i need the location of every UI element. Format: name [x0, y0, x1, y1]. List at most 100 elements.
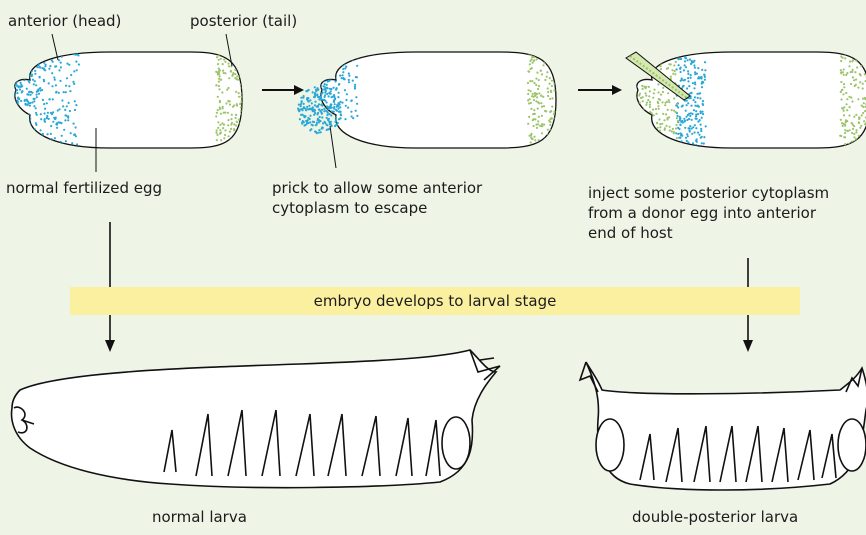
- stipple-dot: [860, 59, 862, 61]
- stipple-dot: [527, 70, 529, 72]
- stipple-dot: [17, 68, 19, 70]
- stipple-dot: [855, 131, 857, 133]
- stipple-dot: [843, 86, 845, 88]
- stipple-dot: [842, 57, 844, 59]
- stipple-dot: [641, 75, 643, 77]
- stipple-dot: [653, 114, 655, 116]
- stipple-dot: [54, 79, 56, 81]
- stipple-dot: [341, 102, 343, 104]
- stipple-dot: [17, 140, 19, 142]
- stipple-dot: [16, 110, 18, 112]
- stipple-dot: [333, 108, 335, 110]
- stipple-dot: [16, 120, 18, 122]
- stipple-dot: [217, 121, 219, 123]
- stipple-dot: [22, 76, 24, 78]
- stipple-dot: [843, 106, 845, 108]
- stipple-dot: [687, 135, 689, 137]
- stipple-dot: [33, 144, 35, 146]
- stipple-dot: [848, 114, 850, 116]
- stipple-dot: [222, 106, 224, 108]
- stipple-dot: [703, 142, 705, 144]
- stipple-dot: [55, 91, 57, 93]
- stipple-dot: [52, 121, 54, 123]
- stipple-dot: [348, 75, 350, 77]
- stipple-dot: [13, 55, 15, 57]
- stipple-dot: [701, 142, 703, 144]
- stipple-dot: [19, 138, 21, 140]
- stipple-dot: [350, 111, 352, 113]
- stipple-dot: [683, 69, 685, 71]
- stipple-dot: [300, 103, 302, 105]
- stipple-dot: [13, 67, 15, 69]
- stipple-dot: [70, 74, 72, 76]
- stipple-dot: [638, 137, 640, 139]
- stipple-dot: [355, 76, 357, 78]
- stipple-dot: [218, 73, 220, 75]
- stipple-dot: [324, 71, 326, 73]
- stipple-dot: [238, 96, 240, 98]
- stipple-dot: [697, 105, 699, 107]
- stipple-dot: [309, 129, 311, 131]
- stipple-dot: [858, 116, 860, 118]
- stipple-dot: [229, 103, 231, 105]
- stipple-dot: [846, 130, 848, 132]
- stipple-dot: [687, 59, 689, 61]
- stipple-dot: [688, 118, 690, 120]
- stipple-dot: [690, 97, 692, 99]
- stipple-dot: [701, 69, 703, 71]
- stipple-dot: [538, 102, 540, 104]
- stipple-dot: [348, 81, 350, 83]
- stipple-dot: [228, 100, 230, 102]
- stipple-dot: [653, 92, 655, 94]
- arrow-right-1: [262, 85, 304, 95]
- stipple-dot: [326, 114, 328, 116]
- stipple-dot: [63, 129, 65, 131]
- stipple-dot: [313, 110, 315, 112]
- stipple-dot: [687, 70, 689, 72]
- stipple-dot: [239, 141, 241, 143]
- stipple-dot: [851, 122, 853, 124]
- stipple-dot: [551, 134, 553, 136]
- stipple-dot: [317, 89, 319, 91]
- stipple-dot: [303, 124, 305, 126]
- stipple-dot: [637, 144, 639, 146]
- stipple-dot: [324, 121, 326, 123]
- stipple-dot: [544, 110, 546, 112]
- stipple-dot: [692, 126, 694, 128]
- stipple-dot: [532, 93, 534, 95]
- stipple-dot: [44, 108, 46, 110]
- stipple-dot: [862, 106, 864, 108]
- stipple-dot: [843, 136, 845, 138]
- stipple-dot: [235, 114, 237, 116]
- stipple-dot: [23, 140, 25, 142]
- stipple-dot: [16, 140, 18, 142]
- stipple-dot: [671, 109, 673, 111]
- stipple-dot: [638, 71, 640, 73]
- stipple-dot: [26, 130, 28, 132]
- stipple-dot: [674, 73, 676, 75]
- stipple-dot: [351, 55, 353, 57]
- stipple-dot: [326, 75, 328, 77]
- stipple-dot: [856, 66, 858, 68]
- stipple-dot: [28, 102, 30, 104]
- stipple-dot: [32, 58, 34, 60]
- stipple-dot: [329, 106, 331, 108]
- stipple-dot: [29, 105, 31, 107]
- stipple-dot: [546, 60, 548, 62]
- stipple-dot: [700, 124, 702, 126]
- stipple-dot: [857, 87, 859, 89]
- stipple-dot: [19, 136, 21, 138]
- stipple-dot: [549, 77, 551, 79]
- stipple-dot: [18, 57, 20, 59]
- stipple-dot: [339, 75, 341, 77]
- stipple-dot: [321, 116, 323, 118]
- stipple-dot: [219, 133, 221, 135]
- stipple-dot: [51, 72, 53, 74]
- stipple-dot: [14, 120, 16, 122]
- stipple-dot: [339, 106, 341, 108]
- stipple-dot: [669, 126, 671, 128]
- stipple-dot: [861, 59, 863, 61]
- stipple-dot: [840, 60, 842, 62]
- stipple-dot: [13, 108, 15, 110]
- stipple-dot: [63, 91, 65, 93]
